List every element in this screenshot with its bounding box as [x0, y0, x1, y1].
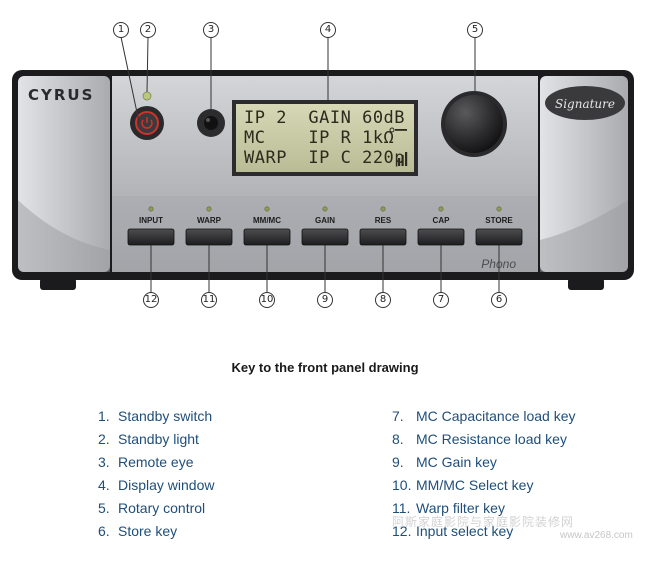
- display-line-3: WARP IP C 220p: [244, 148, 406, 168]
- brand-logo: CYRUS: [28, 86, 94, 104]
- key-item-text: Warp filter key: [416, 500, 505, 516]
- key-item-text: MC Capacitance load key: [416, 408, 576, 424]
- front-panel-drawing: CYRUS Signature Phono: [12, 36, 634, 292]
- rotary-control[interactable]: [445, 95, 503, 153]
- store-button-label: STORE: [485, 216, 513, 225]
- input-led: [148, 206, 154, 212]
- warp-button-label: WARP: [197, 216, 221, 225]
- callout-5: 5: [467, 22, 483, 38]
- standby-light: [142, 91, 152, 101]
- mm-mc-led: [264, 206, 270, 212]
- key-item: 11. Warp filter key: [392, 500, 576, 523]
- key-item: 10.MM/MC Select key: [392, 477, 576, 500]
- callout-1: 1: [113, 22, 129, 38]
- display-window: [236, 104, 414, 172]
- cap-button-label: CAP: [432, 216, 450, 225]
- key-item-number: 11.: [392, 500, 411, 516]
- key-item: 1. Standby switch: [98, 408, 214, 431]
- res-button-label: RES: [374, 216, 392, 225]
- gain-led: [322, 206, 328, 212]
- key-title: Key to the front panel drawing: [231, 360, 419, 375]
- callout-3: 3: [203, 22, 219, 38]
- display-text: IP 2 GAIN 60dB MC IP R 1kΩ WARP IP C 220…: [244, 108, 405, 168]
- key-item-number: 10.: [392, 477, 412, 493]
- key-item-number: 1.: [98, 408, 110, 424]
- right-foot: [568, 278, 604, 290]
- callout-12: 12: [143, 292, 159, 308]
- key-item-number: 7.: [392, 408, 404, 424]
- key-item: 8. MC Resistance load key: [392, 431, 576, 454]
- res-led: [380, 206, 386, 212]
- key-item-number: 8.: [392, 431, 404, 447]
- display-line-1: IP 2 GAIN 60dB: [244, 108, 406, 128]
- power-icon: [141, 117, 153, 129]
- key-item: 12.Input select key: [392, 523, 576, 546]
- input-button[interactable]: [127, 228, 175, 246]
- callout-7: 7: [433, 292, 449, 308]
- res-button[interactable]: [359, 228, 407, 246]
- key-item: 4. Display window: [98, 477, 214, 500]
- key-item-number: 12.: [392, 523, 412, 539]
- gain-button-label: GAIN: [315, 216, 335, 225]
- key-item-number: 4.: [98, 477, 110, 493]
- key-item-text: MC Resistance load key: [416, 431, 567, 447]
- signature-badge: [545, 86, 625, 120]
- key-item-text: Standby switch: [118, 408, 213, 424]
- button-row: [127, 206, 523, 246]
- callout-10: 10: [259, 292, 275, 308]
- callout-6: 6: [491, 292, 507, 308]
- callout-leaders-bottom: [150, 245, 500, 292]
- input-button-label: INPUT: [139, 216, 163, 225]
- store-led: [496, 206, 502, 212]
- watermark-url: www.av268.com: [560, 530, 633, 541]
- key-item-text: Rotary control: [118, 500, 206, 516]
- warp-led: [206, 206, 212, 212]
- gain-button[interactable]: [301, 228, 349, 246]
- mm-mc-button[interactable]: [243, 228, 291, 246]
- callout-11: 11: [201, 292, 217, 308]
- callout-leaders-top: [120, 36, 476, 123]
- cap-button[interactable]: [417, 228, 465, 246]
- cap-led: [438, 206, 444, 212]
- key-item-text: Display window: [118, 477, 215, 493]
- key-item-number: 3.: [98, 454, 110, 470]
- key-item-text: Remote eye: [118, 454, 194, 470]
- key-item-text: MC Gain key: [416, 454, 497, 470]
- key-item: 5. Rotary control: [98, 500, 214, 523]
- key-item: 7. MC Capacitance load key: [392, 408, 576, 431]
- callout-8: 8: [375, 292, 391, 308]
- key-item: 6. Store key: [98, 523, 214, 546]
- key-item-number: 9.: [392, 454, 404, 470]
- store-button[interactable]: [475, 228, 523, 246]
- watermark-text: 阿斯家庭影院与家庭影院装修网: [392, 515, 575, 529]
- key-list-right: 7. MC Capacitance load key 8. MC Resistance…: [392, 408, 576, 546]
- callout-9: 9: [317, 292, 333, 308]
- display-line-2: MC IP R 1kΩ: [244, 128, 395, 148]
- mm-mc-button-label: MM/MC: [253, 216, 281, 225]
- warp-button[interactable]: [185, 228, 233, 246]
- key-item: 2. Standby light: [98, 431, 214, 454]
- key-item-number: 6.: [98, 523, 110, 539]
- key-item-text: Store key: [118, 523, 178, 539]
- key-item: 3. Remote eye: [98, 454, 214, 477]
- key-item-text: Input select key: [416, 523, 514, 539]
- key-item-text: Standby light: [118, 431, 199, 447]
- key-item-text: MM/MC Select key: [416, 477, 534, 493]
- key-item: 9. MC Gain key: [392, 454, 576, 477]
- callout-4: 4: [320, 22, 336, 38]
- remote-eye: [204, 116, 218, 130]
- callout-2: 2: [140, 22, 156, 38]
- left-foot: [40, 278, 76, 290]
- key-item-number: 5.: [98, 500, 110, 516]
- key-item-number: 2.: [98, 431, 110, 447]
- signature-logo: Signature: [555, 97, 615, 111]
- key-list-left: 1. Standby switch 2. Standby light 3. Remote …: [98, 408, 214, 546]
